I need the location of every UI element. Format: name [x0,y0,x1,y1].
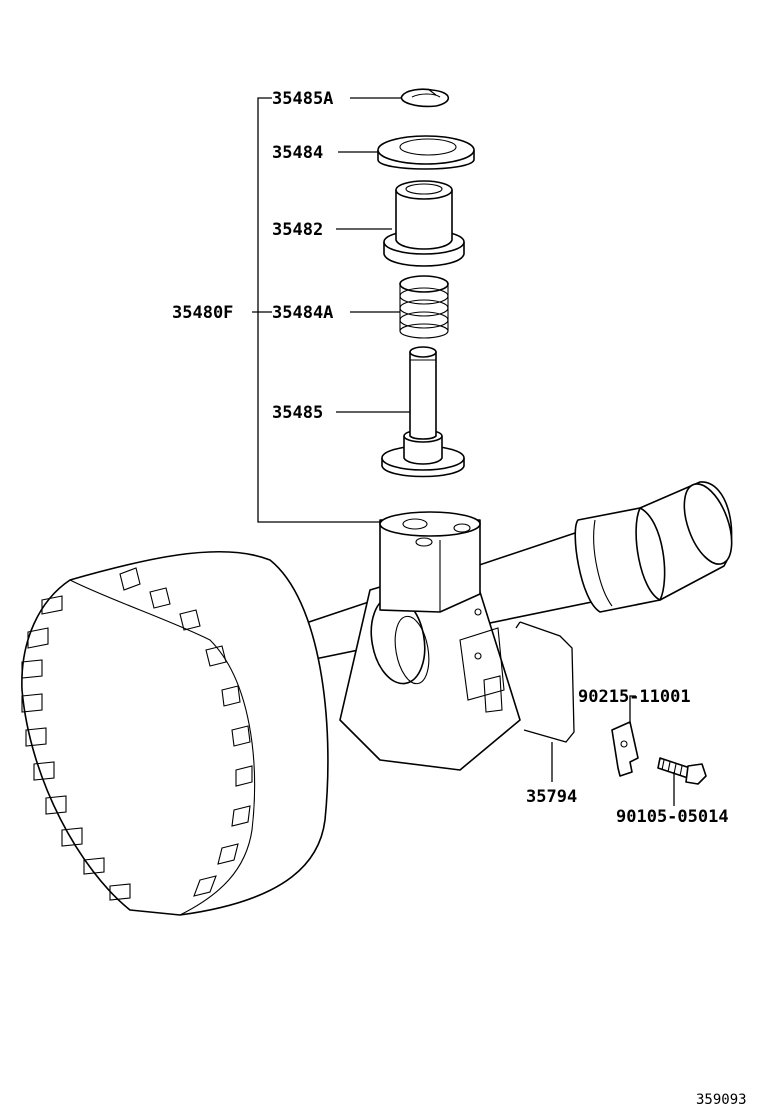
label-35484: 35484 [272,143,323,163]
bolt-part [657,757,707,806]
label-35482: 35482 [272,220,323,240]
assembly-bracket [252,97,410,523]
label-90105-05014: 90105-05014 [616,807,729,827]
snap-ring-part [400,88,450,108]
valve-body-part [339,511,521,771]
label-35794: 35794 [526,787,577,807]
retainer-part [383,180,465,267]
drum-part [21,550,329,916]
label-90215-11001: 90215-11001 [578,687,691,707]
wire-clip-part [515,621,575,782]
label-35480F: 35480F [172,303,233,323]
plate-part [611,695,639,777]
washer-part [377,135,475,170]
spring-part [399,275,449,339]
label-35485: 35485 [272,403,323,423]
figure-number: 359093 [696,1092,747,1108]
label-35484A: 35484A [272,303,333,323]
label-35485A: 35485A [272,89,333,109]
valve-part [381,346,465,478]
